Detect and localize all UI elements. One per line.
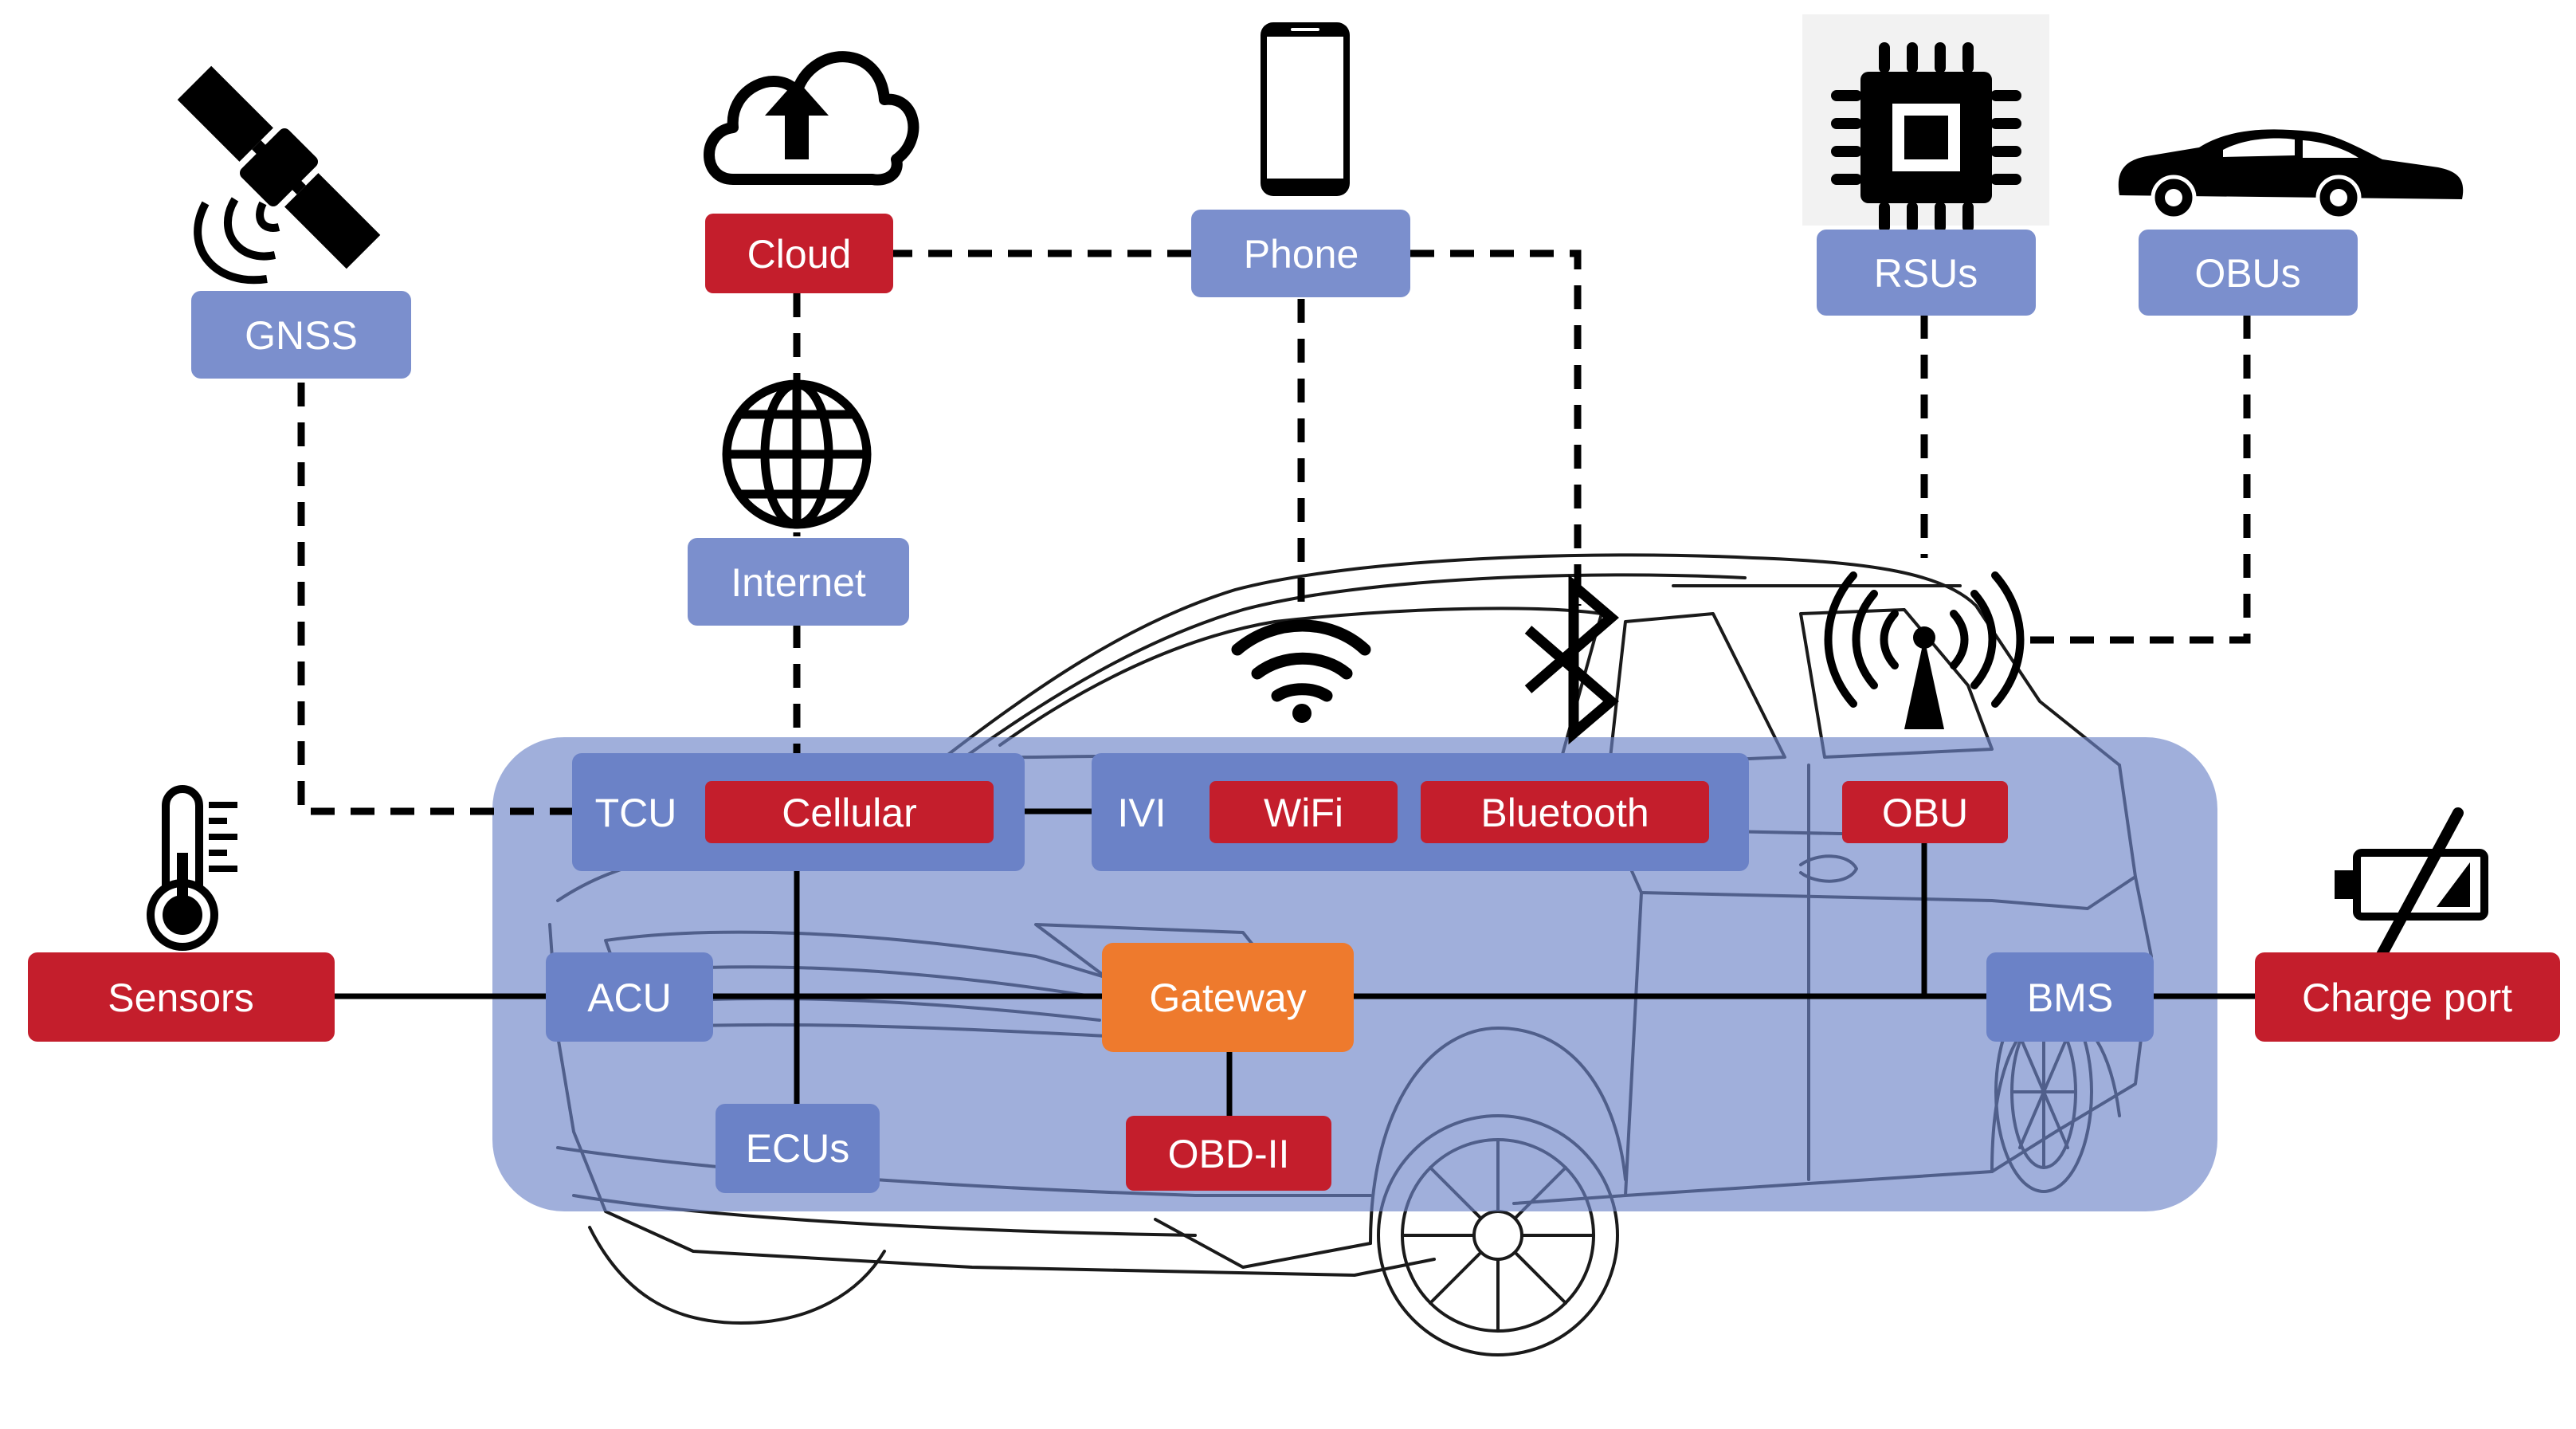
svg-text:Cellular: Cellular <box>782 791 917 835</box>
svg-text:WiFi: WiFi <box>1264 791 1343 835</box>
phone-node: Phone <box>1191 210 1410 297</box>
svg-text:Cloud: Cloud <box>747 232 852 277</box>
wifi-icon <box>1231 619 1371 723</box>
bms-node: BMS <box>1986 952 2154 1042</box>
svg-text:Charge port: Charge port <box>2302 976 2512 1020</box>
tcu-label: TCU <box>595 791 677 835</box>
svg-text:Internet: Internet <box>731 560 866 605</box>
acu-node: ACU <box>546 952 713 1042</box>
svg-text:OBD-II: OBD-II <box>1168 1132 1290 1176</box>
gnss-node: GNSS <box>191 291 411 379</box>
svg-text:Bluetooth: Bluetooth <box>1480 791 1649 835</box>
globe-icon <box>722 379 872 529</box>
svg-text:OBU: OBU <box>1882 791 1968 835</box>
thermometer-icon <box>147 785 237 951</box>
wifi-node: WiFi <box>1210 781 1398 843</box>
svg-text:ECUs: ECUs <box>746 1126 850 1171</box>
chip-icon <box>1802 14 2049 233</box>
antenna-icon <box>1824 571 2025 729</box>
svg-text:OBUs: OBUs <box>2194 251 2300 296</box>
car-icon <box>2118 129 2464 221</box>
battery-crossed-icon <box>2335 807 2488 962</box>
cellular-node: Cellular <box>705 781 994 843</box>
sensors-node: Sensors <box>28 952 335 1042</box>
svg-text:Gateway: Gateway <box>1149 976 1306 1020</box>
svg-text:GNSS: GNSS <box>245 313 358 358</box>
obd-node: OBD-II <box>1126 1116 1331 1191</box>
gateway-node: Gateway <box>1102 943 1354 1052</box>
svg-text:BMS: BMS <box>2027 976 2113 1020</box>
bluetooth-icon <box>1524 574 1619 745</box>
internet-node: Internet <box>688 538 909 626</box>
charge-port-node: Charge port <box>2255 952 2560 1042</box>
smartphone-icon <box>1261 22 1350 196</box>
ecus-node: ECUs <box>716 1104 880 1193</box>
cloud-node: Cloud <box>705 214 893 293</box>
bluetooth-node: Bluetooth <box>1421 781 1709 843</box>
rsus-node: RSUs <box>1817 230 2036 316</box>
cloud-upload-icon <box>704 51 919 186</box>
obu-node: OBU <box>1842 781 2008 843</box>
satellite-icon <box>177 65 381 285</box>
obus-node: OBUs <box>2139 230 2358 316</box>
wireless-links <box>297 249 2251 815</box>
svg-text:Sensors: Sensors <box>108 976 253 1020</box>
svg-text:ACU: ACU <box>587 976 672 1020</box>
svg-text:RSUs: RSUs <box>1874 251 1978 296</box>
ivi-label: IVI <box>1117 791 1166 835</box>
svg-text:Phone: Phone <box>1244 232 1359 277</box>
